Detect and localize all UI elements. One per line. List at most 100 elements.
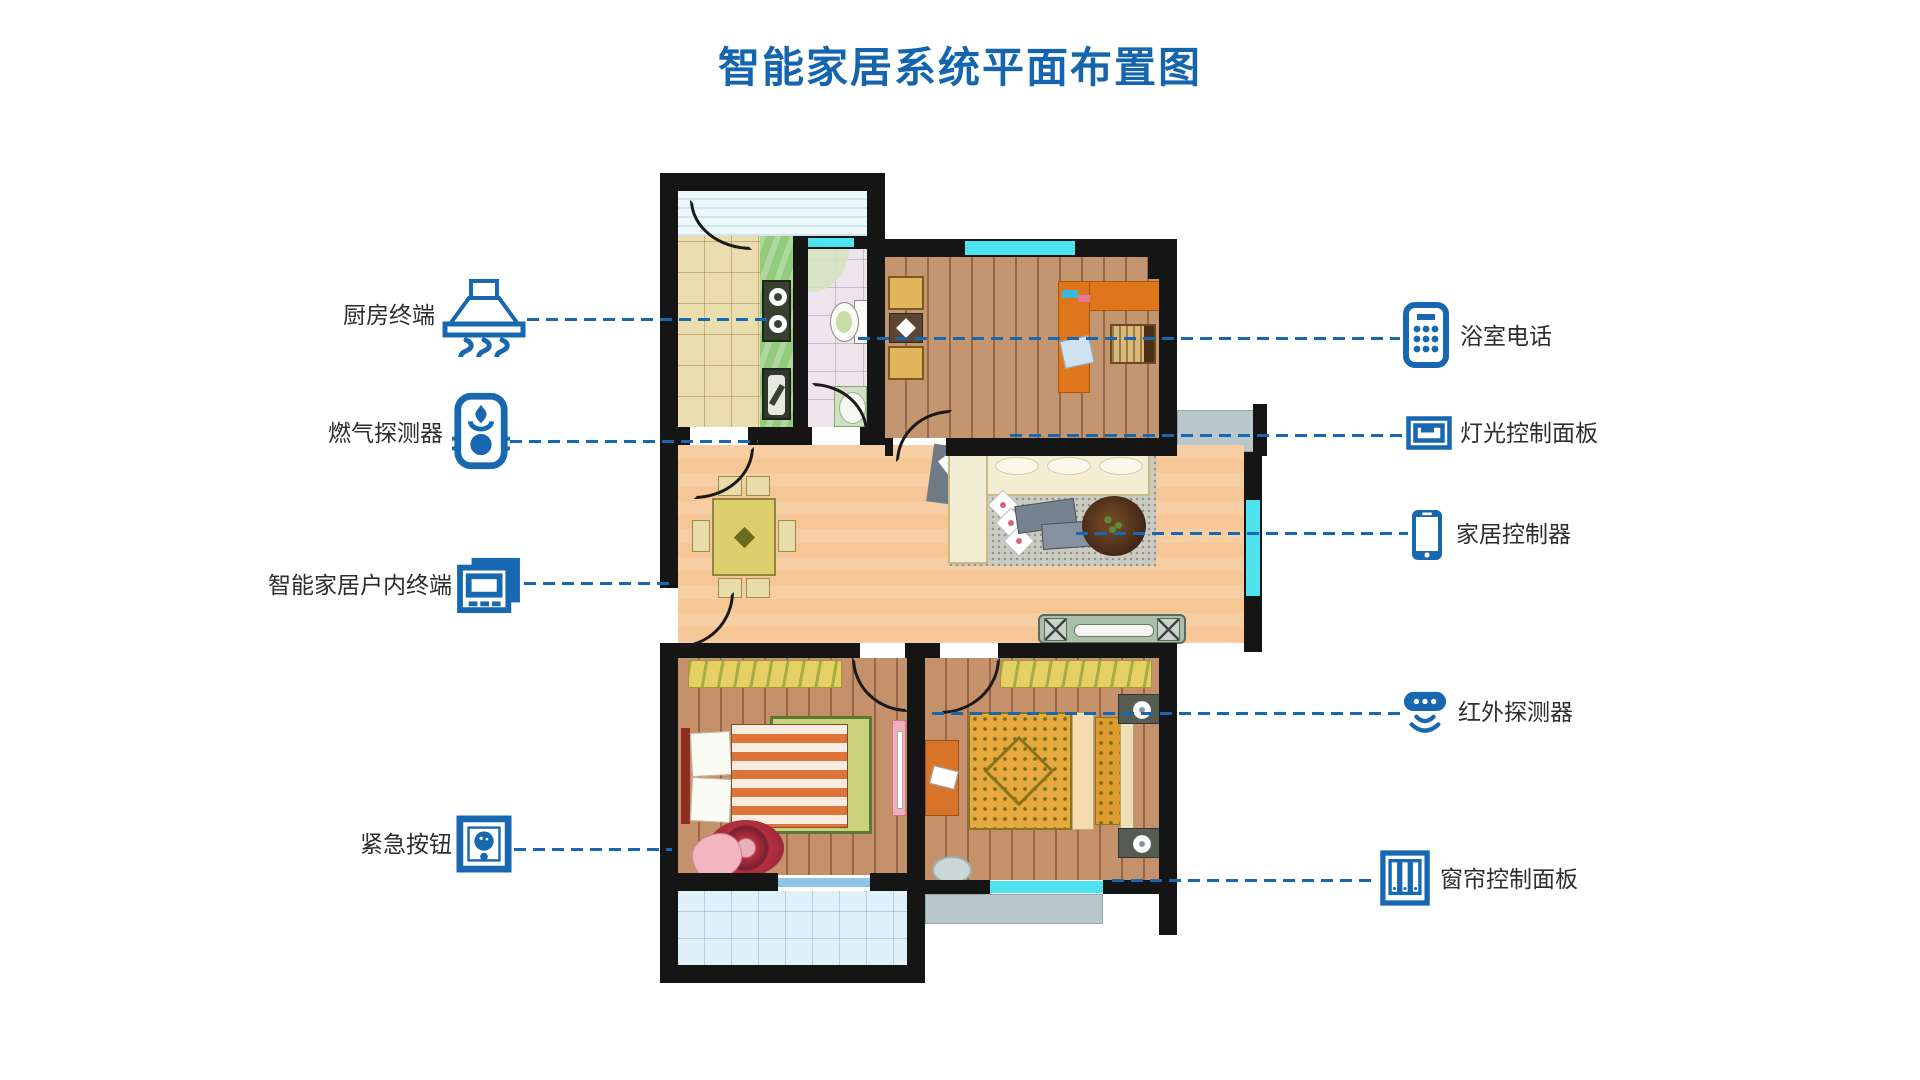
- dining-chair: [778, 520, 796, 552]
- stove: [762, 280, 791, 342]
- nightstand: [1118, 828, 1164, 858]
- wall: [793, 236, 808, 427]
- speaker: [1044, 618, 1067, 641]
- dining-chair: [746, 578, 770, 598]
- lamp: [1133, 701, 1151, 719]
- page-title: 智能家居系统平面布置图: [717, 44, 1203, 91]
- lamp: [1133, 835, 1151, 853]
- tv: [1074, 624, 1154, 637]
- kitchen-sink: [762, 368, 791, 420]
- bookshelf: [1110, 324, 1156, 364]
- sofa-return: [948, 452, 988, 564]
- bed-headpanel: [1120, 710, 1134, 832]
- balcony-left: [678, 891, 907, 965]
- connector-light-panel: [1010, 434, 1404, 437]
- label-emergency-button: 紧急按钮: [360, 831, 452, 857]
- indoor-terminal-icon: [456, 556, 522, 614]
- magazine-dot: [998, 500, 1008, 510]
- range-hood-icon: [440, 279, 528, 365]
- wall-stub: [1159, 880, 1177, 935]
- wall: [660, 643, 678, 983]
- dining-table: [712, 498, 776, 576]
- label-light-panel: 灯光控制面板: [1460, 420, 1598, 446]
- sofa: [985, 452, 1150, 496]
- wall: [660, 173, 678, 588]
- phone-keypad-icon: [1402, 302, 1450, 368]
- wall: [946, 438, 1177, 456]
- sofa-cushion: [1047, 457, 1091, 475]
- bed-blanket: [731, 724, 848, 828]
- wall: [1103, 880, 1159, 894]
- infrared-detector-icon: [1403, 688, 1447, 736]
- bed-fold: [1072, 712, 1094, 830]
- toilet-seat: [836, 311, 852, 333]
- bed-pillow: [1095, 717, 1121, 825]
- pillow: [689, 776, 733, 824]
- dresser: [892, 720, 906, 816]
- wall: [660, 173, 885, 191]
- toilet: [830, 298, 868, 344]
- burner: [769, 315, 787, 333]
- speaker: [1157, 618, 1180, 641]
- wall: [885, 438, 893, 456]
- window-bedroom-right: [990, 881, 1103, 893]
- burner: [769, 288, 787, 306]
- study-chair: [888, 276, 924, 310]
- label-indoor-terminal: 智能家居户内终端: [268, 572, 452, 598]
- connector-home-controller: [1076, 532, 1408, 535]
- label-bath-phone: 浴室电话: [1460, 323, 1552, 349]
- balcony-right: [925, 894, 1103, 924]
- bed-headboard: [681, 728, 690, 824]
- wall: [905, 643, 940, 658]
- table-decor: [896, 318, 916, 338]
- connector-gas-detector: [510, 440, 758, 443]
- kitchen: [678, 236, 760, 427]
- smartphone-icon: [1410, 508, 1444, 562]
- label-curtain-panel: 窗帘控制面板: [1440, 866, 1578, 892]
- label-gas-detector: 燃气探测器: [328, 420, 443, 446]
- shelf-side: [1144, 326, 1154, 362]
- sofa-cushion: [1099, 457, 1143, 475]
- wall: [660, 873, 778, 891]
- rug-right-bedroom: [1000, 660, 1152, 688]
- wall: [907, 658, 925, 983]
- label-ir-detector: 红外探测器: [1458, 699, 1573, 725]
- wall: [870, 873, 907, 891]
- window-bedroom-left: [778, 878, 870, 887]
- connector-emergency-button: [514, 848, 672, 851]
- desk-item: [1062, 290, 1078, 298]
- wall: [998, 643, 1177, 658]
- bed-duvet: [968, 712, 1072, 830]
- desk-item: [1078, 295, 1090, 302]
- wall: [1159, 239, 1177, 456]
- window-living: [1246, 500, 1260, 596]
- connector-curtain-panel: [1112, 879, 1378, 882]
- wall-stub: [1253, 404, 1267, 456]
- duvet-diamond: [983, 735, 1055, 807]
- connector-ir-detector: [932, 712, 1402, 715]
- writing-desk: [925, 740, 959, 816]
- rug-left-bedroom: [688, 660, 842, 688]
- study-chair: [888, 346, 924, 380]
- label-home-controller: 家居控制器: [1456, 521, 1571, 547]
- coffee-table: [1082, 496, 1146, 556]
- wall: [660, 643, 860, 658]
- light-panel-icon: [1406, 416, 1452, 450]
- wall: [660, 965, 925, 983]
- magazine-dot: [1014, 536, 1024, 546]
- connector-bath-phone: [858, 337, 1400, 340]
- wall: [1159, 643, 1177, 880]
- mirror: [897, 731, 903, 809]
- nightstand: [1118, 694, 1164, 724]
- label-kitchen-terminal: 厨房终端: [343, 302, 435, 328]
- wall: [867, 173, 885, 445]
- dining-chair: [746, 476, 770, 496]
- wall: [925, 880, 990, 894]
- emergency-button-icon: [456, 815, 512, 873]
- gas-detector-icon: [452, 392, 510, 470]
- connector-kitchen-terminal: [527, 318, 772, 321]
- window-bathroom: [806, 238, 854, 247]
- table-centerpiece: [733, 526, 756, 549]
- window-study: [965, 241, 1075, 255]
- connector-indoor-terminal: [524, 582, 676, 585]
